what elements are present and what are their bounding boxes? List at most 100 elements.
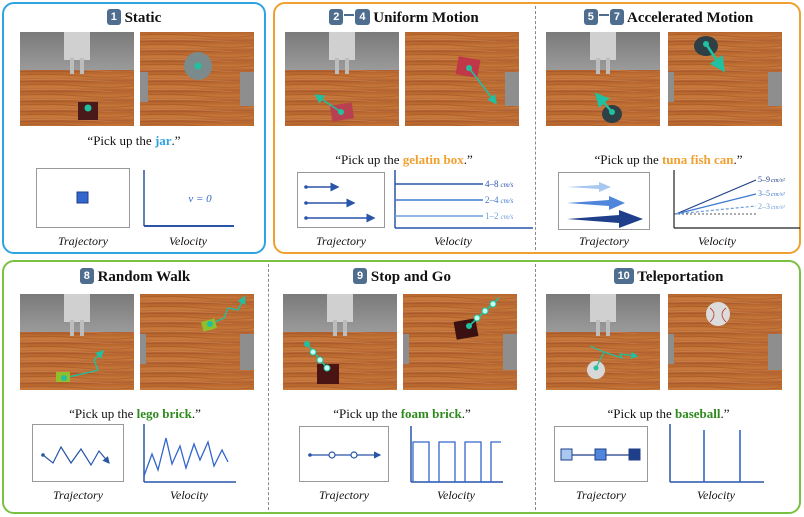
velocity-plot: v₀ 5–9cm/s² 3–5cm/s² 2–3cm/s² — [662, 170, 800, 230]
instruction-caption: “Pick up the lego brick.” — [69, 406, 201, 421]
gripper-icon — [329, 32, 355, 60]
velocity-label: Velocity — [169, 234, 207, 248]
panel-title-text: Stop and Go — [370, 269, 451, 285]
stop-marker — [350, 451, 358, 459]
target-object: lego brick — [136, 406, 192, 421]
scene-frame-2 — [140, 294, 254, 390]
scene-frame-2 — [405, 32, 519, 126]
velocity-label: Velocity — [434, 234, 472, 248]
panel-title: 1 Static — [2, 9, 266, 27]
teleport-position-3 — [628, 448, 641, 461]
velocity-note: v = 0 — [188, 193, 212, 205]
baseball-object — [706, 302, 730, 326]
trajectory-plot — [558, 172, 650, 230]
accel-line-high — [675, 179, 757, 215]
scene-frame-1 — [546, 294, 660, 390]
trajectory-plot — [299, 426, 389, 482]
trajectory-plot — [554, 426, 648, 482]
target-object: jar — [154, 133, 172, 148]
trajectory-label: Trajectory — [576, 488, 626, 502]
scene-frame-1 — [20, 32, 134, 126]
scene-frame-1 — [546, 32, 660, 126]
velocity-plot — [142, 424, 236, 484]
instruction-caption: “Pick up the jar.” — [87, 133, 181, 148]
velocity-plot — [668, 424, 764, 484]
velocity-plot — [409, 426, 503, 484]
target-object: baseball — [674, 406, 721, 421]
trajectory-label: Trajectory — [58, 234, 108, 248]
accel-arrow-dark — [567, 210, 643, 228]
velocity-label: Velocity — [698, 234, 736, 248]
foam-brick-object — [317, 364, 339, 384]
panel-teleportation: 10 Teleportation “Pick up the baseball.” — [536, 260, 801, 514]
trajectory-label: Trajectory — [319, 488, 369, 502]
divider-motion — [535, 6, 536, 250]
gripper-icon — [64, 294, 90, 322]
trajectory-plot — [36, 168, 130, 228]
gripper-icon — [590, 32, 616, 60]
trajectory-plot — [297, 172, 385, 228]
panel-title: 10 Teleportation — [536, 268, 801, 286]
stop-marker — [328, 451, 336, 459]
scene-frame-1 — [283, 294, 397, 390]
instruction-caption: “Pick up the gelatin box.” — [335, 152, 473, 167]
divider-random-stopgo — [268, 264, 269, 510]
target-object: gelatin box — [402, 152, 464, 167]
accel-line-low — [675, 205, 757, 215]
gripper-icon — [327, 294, 353, 322]
teleport-position-2 — [594, 448, 607, 461]
panel-number-badge: 1 — [106, 9, 121, 25]
scene-frame-2 — [140, 32, 254, 126]
stop-go-velocity-line — [412, 441, 501, 483]
gripper-icon — [590, 294, 616, 322]
panel-title: 9 Stop and Go — [269, 268, 535, 286]
panel-title-text: Random Walk — [97, 269, 191, 285]
panel-title-text: Accelerated Motion — [626, 10, 754, 26]
velocity-label: Velocity — [170, 488, 208, 502]
scene-frame-2 — [403, 294, 517, 390]
panel-title-text: Static — [124, 10, 162, 26]
velocity-label: Velocity — [697, 488, 735, 502]
trajectory-label: Trajectory — [316, 234, 366, 248]
group-unpredictable — [2, 260, 801, 514]
accel-label-mid: 3–5cm/s² — [758, 189, 786, 198]
scene-frame-2 — [668, 32, 782, 126]
target-object: foam brick — [400, 406, 462, 421]
accel-arrow-light — [567, 182, 611, 192]
panel-title-text: Teleportation — [637, 269, 724, 285]
scene-frame-2 — [668, 294, 782, 390]
panel-random-walk: 8 Random Walk “Pick up the lego brick.” — [2, 260, 268, 514]
instruction-caption: “Pick up the foam brick.” — [333, 406, 471, 421]
group-motion — [273, 2, 801, 254]
velocity-label: Velocity — [437, 488, 475, 502]
trajectory-label: Trajectory — [579, 234, 629, 248]
accel-label-low: 2–3cm/s² — [758, 202, 786, 211]
gripper-icon — [64, 32, 90, 60]
panel-stop-and-go: 9 Stop and Go — [269, 260, 535, 514]
scene-frame-1 — [285, 32, 399, 126]
accel-line-mid — [675, 193, 757, 215]
divider-stopgo-teleport — [535, 264, 536, 510]
group-static — [2, 2, 266, 254]
teleport-position-1 — [560, 448, 573, 461]
scene-frame-1 — [20, 294, 134, 390]
trajectory-plot — [32, 424, 124, 482]
panel-title: 8 Random Walk — [2, 268, 268, 286]
accel-label-high: 5–9cm/s² — [758, 175, 786, 184]
static-position-marker — [76, 191, 89, 204]
target-object: tuna fish can — [661, 152, 734, 167]
random-velocity-line — [143, 437, 229, 477]
panel-static: 1 Static “Pick up the jar.” Trajecto — [2, 2, 266, 254]
instruction-caption: “Pick up the baseball.” — [607, 406, 730, 421]
trajectory-label: Trajectory — [53, 488, 103, 502]
velocity-plot: v = 0 — [142, 170, 234, 228]
panel-title-text: Uniform Motion — [373, 10, 479, 26]
